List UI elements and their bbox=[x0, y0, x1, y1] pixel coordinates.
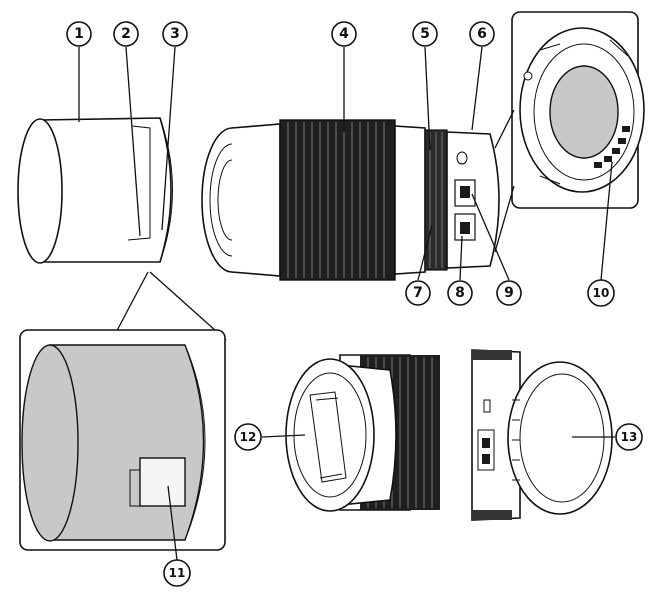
mount-connector bbox=[494, 109, 515, 253]
callout-8: 8 bbox=[447, 280, 473, 306]
svg-text:12: 12 bbox=[240, 430, 257, 444]
front-cap-lens bbox=[285, 354, 440, 512]
lens-hood bbox=[17, 117, 173, 264]
svg-text:4: 4 bbox=[339, 26, 349, 42]
callout-4: 4 bbox=[331, 21, 357, 47]
svg-text:2: 2 bbox=[121, 26, 131, 42]
lens-body bbox=[201, 119, 500, 281]
svg-text:7: 7 bbox=[413, 285, 423, 301]
zoom-ring-ribs bbox=[287, 122, 385, 278]
callout-11: 11 bbox=[163, 559, 191, 587]
svg-text:5: 5 bbox=[420, 26, 430, 42]
mount-detail bbox=[511, 11, 645, 209]
callout-13: 13 bbox=[615, 423, 643, 451]
hood-detail bbox=[19, 329, 226, 551]
svg-text:11: 11 bbox=[169, 566, 186, 580]
svg-text:8: 8 bbox=[455, 285, 465, 301]
leader-lines bbox=[78, 46, 615, 561]
callout-12: 12 bbox=[234, 423, 262, 451]
svg-text:13: 13 bbox=[621, 430, 638, 444]
rear-cap-lens bbox=[471, 349, 613, 521]
hood-detail-connector bbox=[111, 271, 227, 341]
callout-7: 7 bbox=[405, 280, 431, 306]
svg-text:3: 3 bbox=[170, 26, 180, 42]
callout-6: 6 bbox=[469, 21, 495, 47]
callout-10: 10 bbox=[587, 279, 615, 307]
svg-text:6: 6 bbox=[477, 26, 487, 42]
svg-text:9: 9 bbox=[504, 285, 514, 301]
callout-9: 9 bbox=[496, 280, 522, 306]
callout-3: 3 bbox=[162, 21, 188, 47]
callout-2: 2 bbox=[113, 21, 139, 47]
hood-window bbox=[139, 457, 186, 507]
svg-text:1: 1 bbox=[74, 26, 84, 42]
mount-contacts bbox=[594, 126, 630, 168]
svg-text:10: 10 bbox=[593, 286, 610, 300]
callout-5: 5 bbox=[412, 21, 438, 47]
callout-1: 1 bbox=[66, 21, 92, 47]
